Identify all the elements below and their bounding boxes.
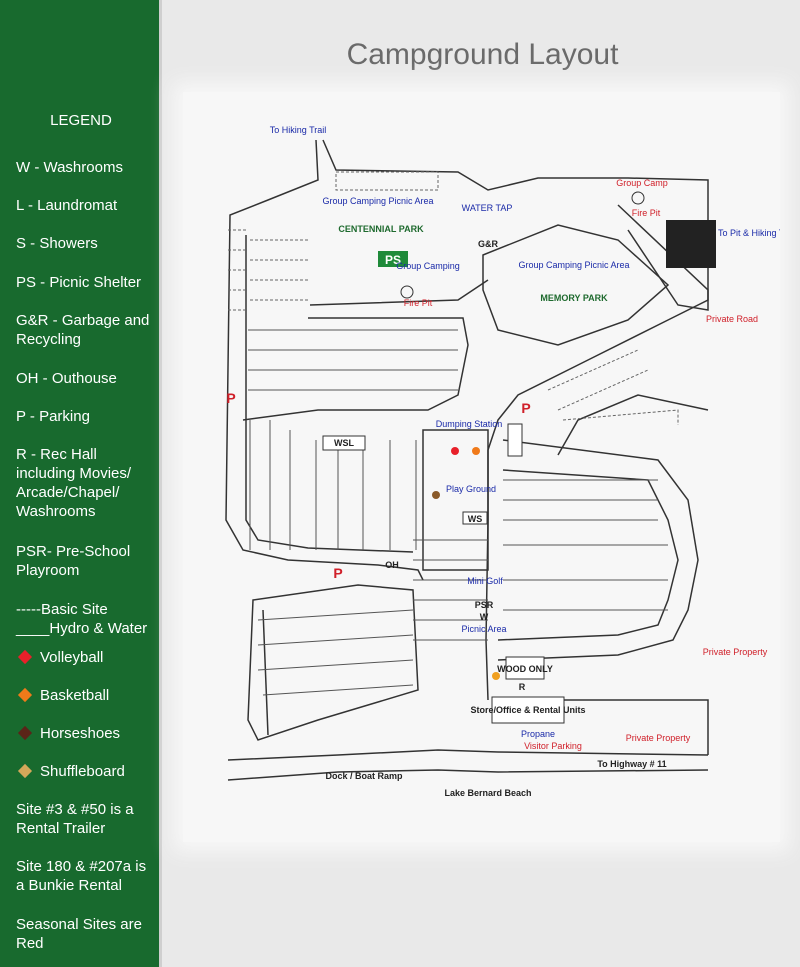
wood-shed	[505, 656, 545, 680]
legend-garbage-recycling: G&R - Garbage and Recycling	[16, 312, 150, 348]
label-beach: Lake Bernard Beach	[444, 788, 531, 798]
label-w: W	[480, 612, 489, 622]
legend-title: LEGEND	[50, 112, 112, 129]
main-content: Campground Layout	[165, 0, 800, 967]
parking-marker-3: P	[333, 565, 342, 581]
volleyball-icon	[17, 649, 33, 665]
label-private-property-2: Private Property	[626, 733, 691, 743]
legend-parking: P - Parking	[16, 408, 90, 425]
label-picnic-area: Picnic Area	[461, 624, 506, 634]
legend-shuffleboard: Shuffleboard	[16, 762, 158, 781]
legend-showers: S - Showers	[16, 235, 98, 252]
legend-volleyball: Volleyball	[16, 648, 158, 667]
legend-basic-site: -----Basic Site	[16, 601, 108, 618]
legend-seasonal: Seasonal Sites are Red	[16, 916, 142, 952]
label-mini-golf: Mini Golf	[467, 576, 503, 586]
label-private-road: Private Road	[706, 314, 758, 324]
label-private-property: Private Property	[703, 647, 768, 657]
ws-building	[462, 511, 488, 525]
legend-laundromat: L - Laundromat	[16, 197, 118, 214]
campground-map: PS To Hiking Trail Group Camping Picnic …	[225, 125, 796, 798]
label-water-tap: WATER TAP	[462, 203, 513, 213]
label-ws: WS	[468, 514, 483, 524]
legend-washrooms: W - Washrooms	[16, 159, 123, 176]
horseshoes-marker	[432, 491, 440, 499]
legend-outhouse: OH - Outhouse	[16, 370, 117, 387]
store-building	[491, 696, 565, 724]
label-gr: G&R	[478, 239, 499, 249]
ps-label: PS	[385, 253, 401, 267]
label-highway: To Highway # 11	[597, 759, 666, 769]
label-oh: OH	[385, 560, 399, 570]
label-group-camping-picnic: Group Camping Picnic Area	[322, 196, 433, 206]
legend-bunkie-rental: Site 180 & #207a is a Bunkie Rental	[16, 858, 147, 894]
label-r: R	[519, 682, 526, 692]
picnic-shelter-marker	[378, 251, 408, 267]
horseshoes-icon	[17, 725, 33, 741]
label-hiking-trail: To Hiking Trail	[270, 125, 327, 135]
legend-basketball: Basketball	[16, 686, 158, 705]
label-wsl: WSL	[334, 438, 354, 448]
label-fire-pit-2: Fire Pit	[404, 298, 433, 308]
legend-rental-trailer: Site #3 & #50 is a Rental Trailer	[16, 801, 134, 837]
label-propane: Propane	[521, 729, 555, 739]
label-store: Store/Office & Rental Units	[470, 705, 585, 715]
basketball-icon	[17, 687, 33, 703]
page-title: Campground Layout	[346, 38, 619, 71]
shuffleboard-icon	[17, 763, 33, 779]
label-group-camping: Group Camping	[396, 261, 460, 271]
label-wood-only: WOOD ONLY	[497, 664, 553, 674]
legend-psr: PSR- Pre-School Playroom	[16, 543, 131, 579]
label-dumping-station: Dumping Station	[436, 419, 503, 429]
parking-marker: P	[226, 390, 235, 406]
label-play-ground: Play Ground	[446, 484, 496, 494]
basketball-marker-2	[492, 672, 500, 680]
label-memory-park: MEMORY PARK	[540, 293, 608, 303]
legend-rec-hall: R - Rec Hall including Movies/ Arcade/Ch…	[16, 446, 132, 520]
legend-picnic-shelter: PS - Picnic Shelter	[16, 274, 142, 291]
ws-building-2	[507, 423, 523, 457]
wsl-building	[322, 435, 366, 451]
legend-horseshoes: Horseshoes	[16, 724, 158, 743]
fire-pit-marker	[631, 191, 645, 205]
label-group-camping-picnic-2: Group Camping Picnic Area	[518, 260, 629, 270]
label-fire-pit: Fire Pit	[632, 208, 661, 218]
label-centennial-park: CENTENNIAL PARK	[338, 224, 424, 234]
label-dock: Dock / Boat Ramp	[325, 771, 403, 781]
label-psr: PSR	[475, 600, 494, 610]
label-visitor-parking: Visitor Parking	[524, 741, 582, 751]
fire-pit-marker-2	[400, 285, 414, 299]
legend-hydro-water: ____Hydro & Water	[16, 620, 148, 637]
basketball-marker	[472, 447, 480, 455]
legend-sidebar: LEGEND W - Washrooms L - Laundromat S - …	[0, 0, 162, 967]
label-to-pit: To Pit & Hiking Trail	[718, 228, 780, 238]
parking-marker-2: P	[521, 400, 530, 416]
map-frame: PS To Hiking Trail Group Camping Picnic …	[183, 92, 796, 842]
building-block	[666, 220, 716, 268]
label-group-camp: Group Camp	[616, 178, 668, 188]
volleyball-marker	[451, 447, 459, 455]
